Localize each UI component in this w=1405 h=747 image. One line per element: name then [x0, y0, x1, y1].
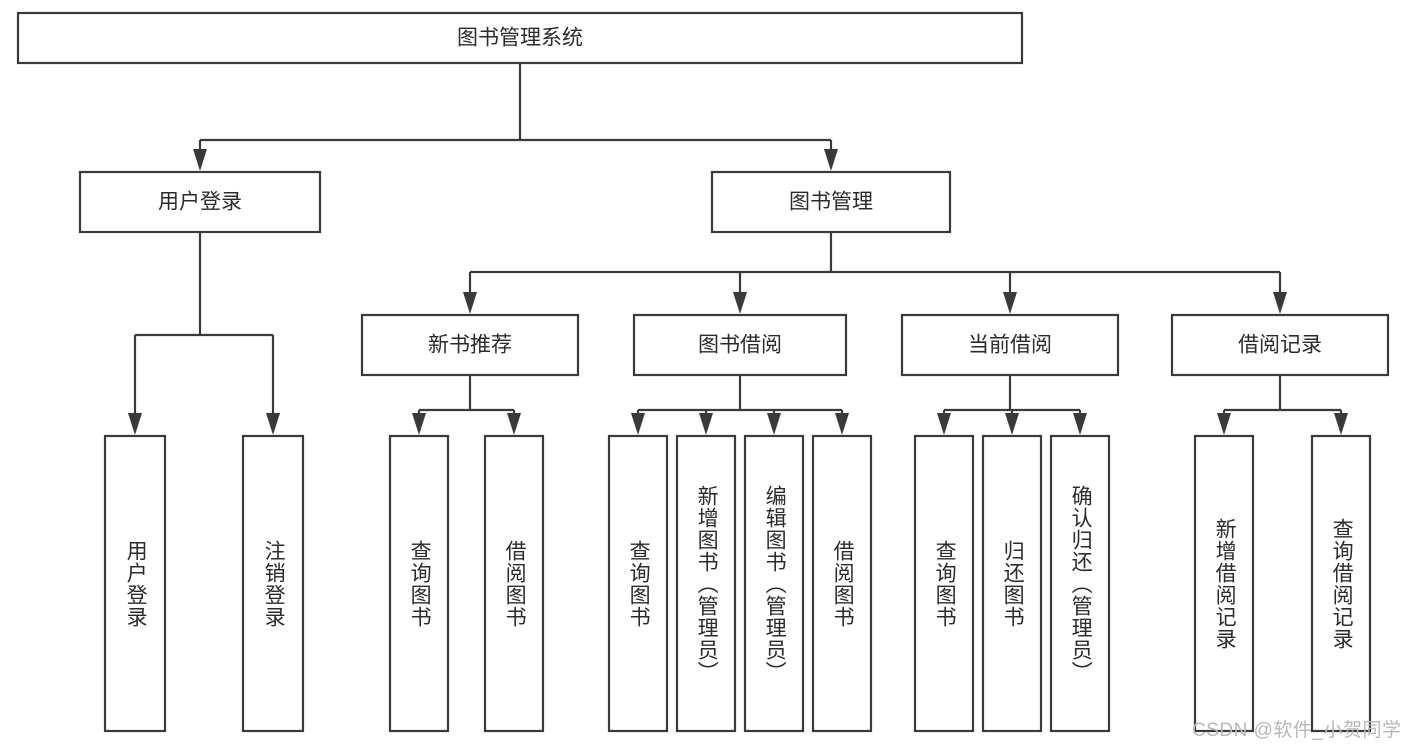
arrow-down-icon-user-login: [193, 149, 207, 171]
node-box-book-borrow: [632, 313, 848, 377]
node-label-user-login: 用户登录: [158, 191, 242, 214]
connectors-layer: [128, 63, 1348, 435]
node-box-bb-query-book: [607, 434, 669, 733]
node-label-root: 图书管理系统: [457, 27, 583, 50]
node-box-leaf-user-logout: [241, 434, 305, 733]
node-label-current-borrow: 当前借阅: [968, 334, 1052, 357]
node-box-cb-query-book: [913, 434, 975, 733]
boxes-layer: [16, 11, 1390, 733]
csdn-watermark: CSDN @软件_小贺同学: [1192, 720, 1402, 741]
arrow-down-icon-borrow-record: [1273, 292, 1287, 314]
node-box-cb-return-book: [981, 434, 1043, 733]
node-box-borrow-record: [1170, 313, 1390, 377]
node-box-new-book-recommend: [360, 313, 580, 377]
arrow-down-icon-br-add-record: [1217, 413, 1231, 435]
arrow-down-icon-new-book-recommend: [463, 292, 477, 314]
node-box-bb-add-book: [675, 434, 737, 733]
node-box-root: [16, 11, 1024, 65]
arrow-down-icon-nbr-borrow-book: [507, 413, 521, 435]
node-box-book-manage: [710, 170, 952, 234]
node-box-leaf-user-login: [103, 434, 167, 733]
arrow-down-icon-nbr-query-book: [412, 413, 426, 435]
arrow-down-icon-book-borrow: [733, 292, 747, 314]
node-box-nbr-borrow-book: [483, 434, 545, 733]
node-box-bb-edit-book: [743, 434, 805, 733]
arrow-down-icon-cb-return-book: [1005, 413, 1019, 435]
arrow-down-icon-br-query-record: [1334, 413, 1348, 435]
node-label-new-book-recommend: 新书推荐: [428, 334, 512, 357]
node-box-nbr-query-book: [388, 434, 450, 733]
node-box-cb-confirm-return: [1049, 434, 1111, 733]
arrow-down-icon-bb-add-book: [699, 413, 713, 435]
arrow-down-icon-cb-confirm-return: [1073, 413, 1087, 435]
node-box-br-add-record: [1193, 434, 1255, 733]
node-box-user-login: [78, 170, 322, 234]
arrow-down-icon-bb-edit-book: [767, 413, 781, 435]
arrow-down-icon-leaf-user-login: [128, 413, 142, 435]
node-box-current-borrow: [900, 313, 1120, 377]
arrow-down-icon-bb-query-book: [631, 413, 645, 435]
arrow-down-icon-current-borrow: [1003, 292, 1017, 314]
node-label-book-manage: 图书管理: [789, 191, 873, 214]
arrow-down-icon-leaf-user-logout: [266, 413, 280, 435]
arrow-down-icon-bb-borrow-book: [835, 413, 849, 435]
node-label-book-borrow: 图书借阅: [698, 334, 782, 357]
node-box-bb-borrow-book: [811, 434, 873, 733]
node-label-borrow-record: 借阅记录: [1238, 334, 1322, 357]
node-box-br-query-record: [1310, 434, 1372, 733]
arrow-down-icon-book-manage: [824, 149, 838, 171]
arrow-down-icon-cb-query-book: [937, 413, 951, 435]
